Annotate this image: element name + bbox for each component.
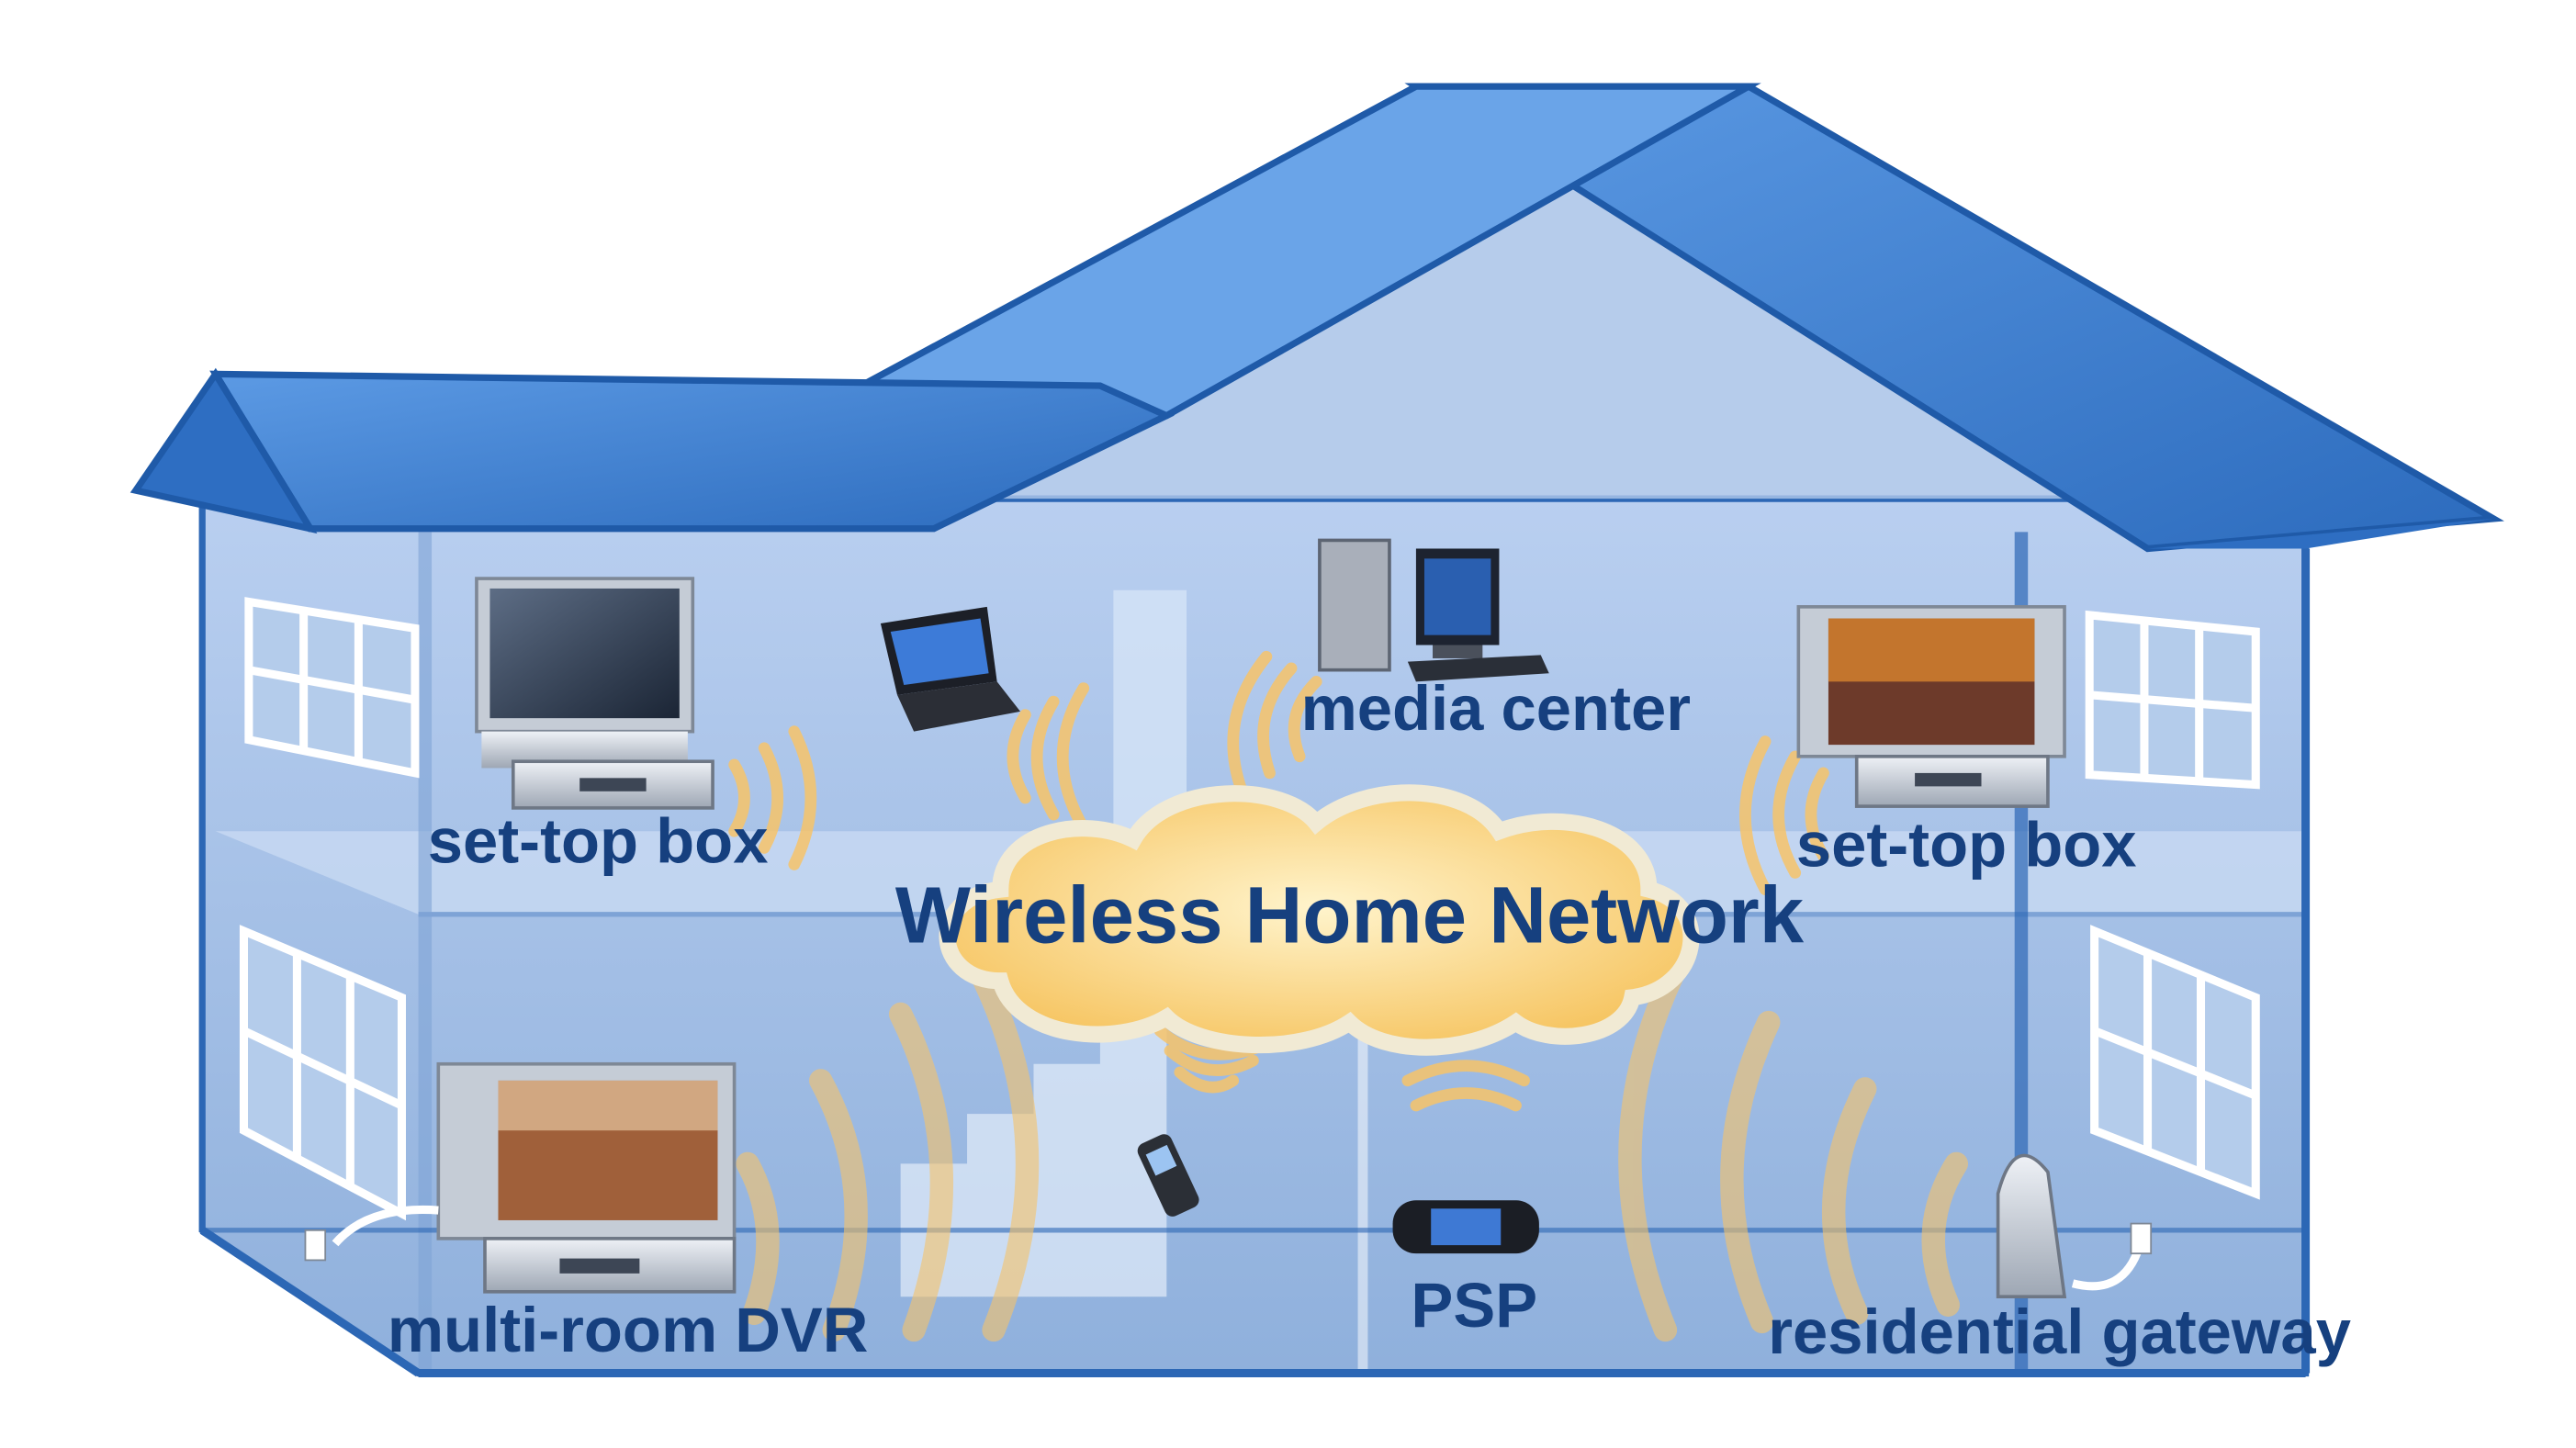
set-top-box-icon [1854, 754, 2050, 808]
window-upper-left [244, 597, 420, 779]
tv-icon [1796, 605, 2066, 758]
window-lower-right [2090, 925, 2260, 1200]
label-media-center: media center [1301, 673, 1691, 744]
label-multi-room-dvr: multi-room DVR [388, 1295, 869, 1365]
media-center-pc-icon [1318, 538, 1549, 682]
wall-jack-icon [2130, 1222, 2153, 1255]
window-lower-left [239, 925, 406, 1221]
cloud-label: Wireless Home Network [895, 871, 1805, 960]
psp-icon [1392, 1200, 1539, 1254]
label-set-top-box-right: set-top box [1796, 809, 2137, 880]
wireless-cloud: Wireless Home Network [895, 784, 1805, 1056]
dvr-icon [483, 1237, 737, 1294]
label-set-top-box-left: set-top box [428, 806, 769, 877]
label-psp: PSP [1411, 1270, 1537, 1341]
window-upper-right [2085, 610, 2260, 790]
laptop-icon [880, 606, 1020, 732]
wall-jack-icon [304, 1205, 439, 1262]
label-residential-gateway: residential gateway [1768, 1296, 2351, 1367]
residential-gateway-icon [1996, 1153, 2143, 1299]
mobile-phone-icon [1137, 1134, 1199, 1217]
roof [129, 83, 2504, 553]
tv-icon [475, 577, 695, 769]
tv-icon [436, 1061, 737, 1240]
signal-waves [728, 650, 1969, 1342]
set-top-box-icon [511, 759, 714, 810]
